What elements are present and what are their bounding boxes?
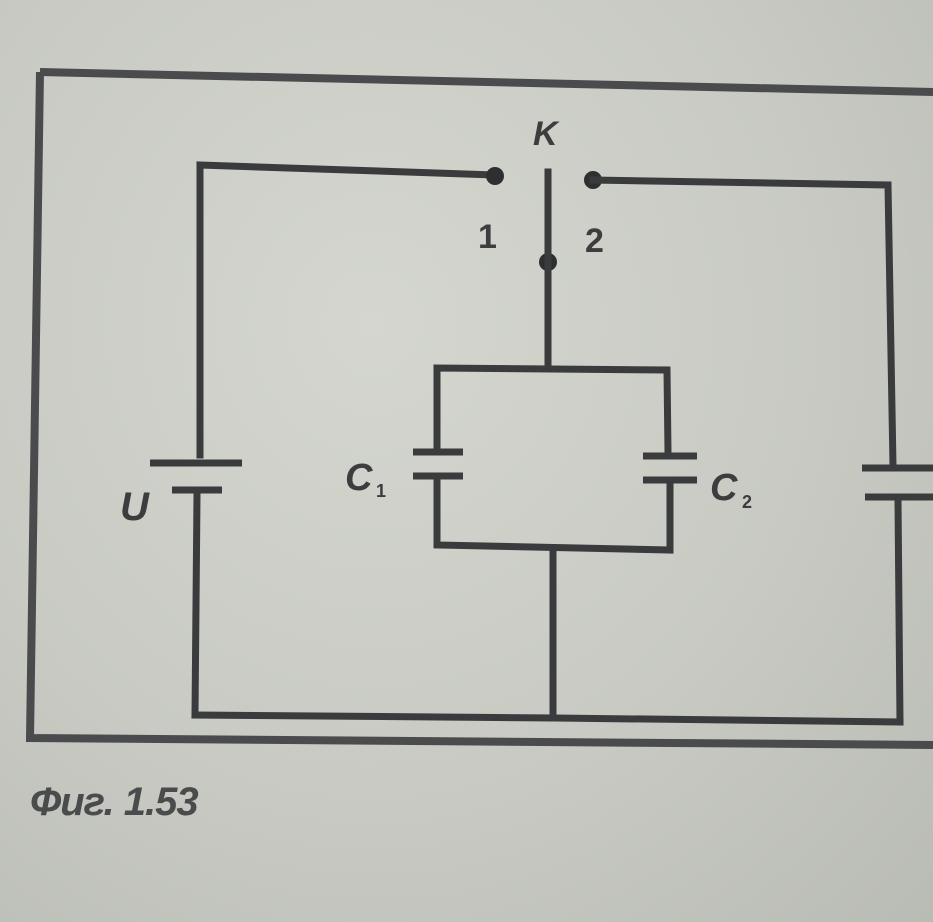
wire-right-bottom: [894, 496, 904, 726]
capacitor-2-subscript: 2: [742, 492, 752, 512]
figure-caption: Фиг. 1.53: [30, 780, 199, 824]
wire-cap-block-top: [433, 364, 672, 456]
switch-label: K: [533, 115, 560, 153]
contact-2-label: 2: [585, 222, 604, 260]
wire-left-top: [196, 161, 499, 459]
contact-1: [486, 167, 504, 185]
source-label: U: [120, 485, 150, 529]
wire-right-top: [589, 176, 897, 470]
wire-cap-block-bottom: [433, 476, 674, 554]
outer-frame: [25, 68, 933, 749]
capacitor-1-label: C: [345, 457, 373, 499]
wire-left-bottom: [191, 491, 201, 719]
capacitor-1-subscript: 1: [376, 481, 386, 501]
capacitor-2-label: C: [710, 467, 738, 509]
wire-bottom-rail: [191, 711, 904, 726]
contact-1-label: 1: [478, 218, 497, 256]
